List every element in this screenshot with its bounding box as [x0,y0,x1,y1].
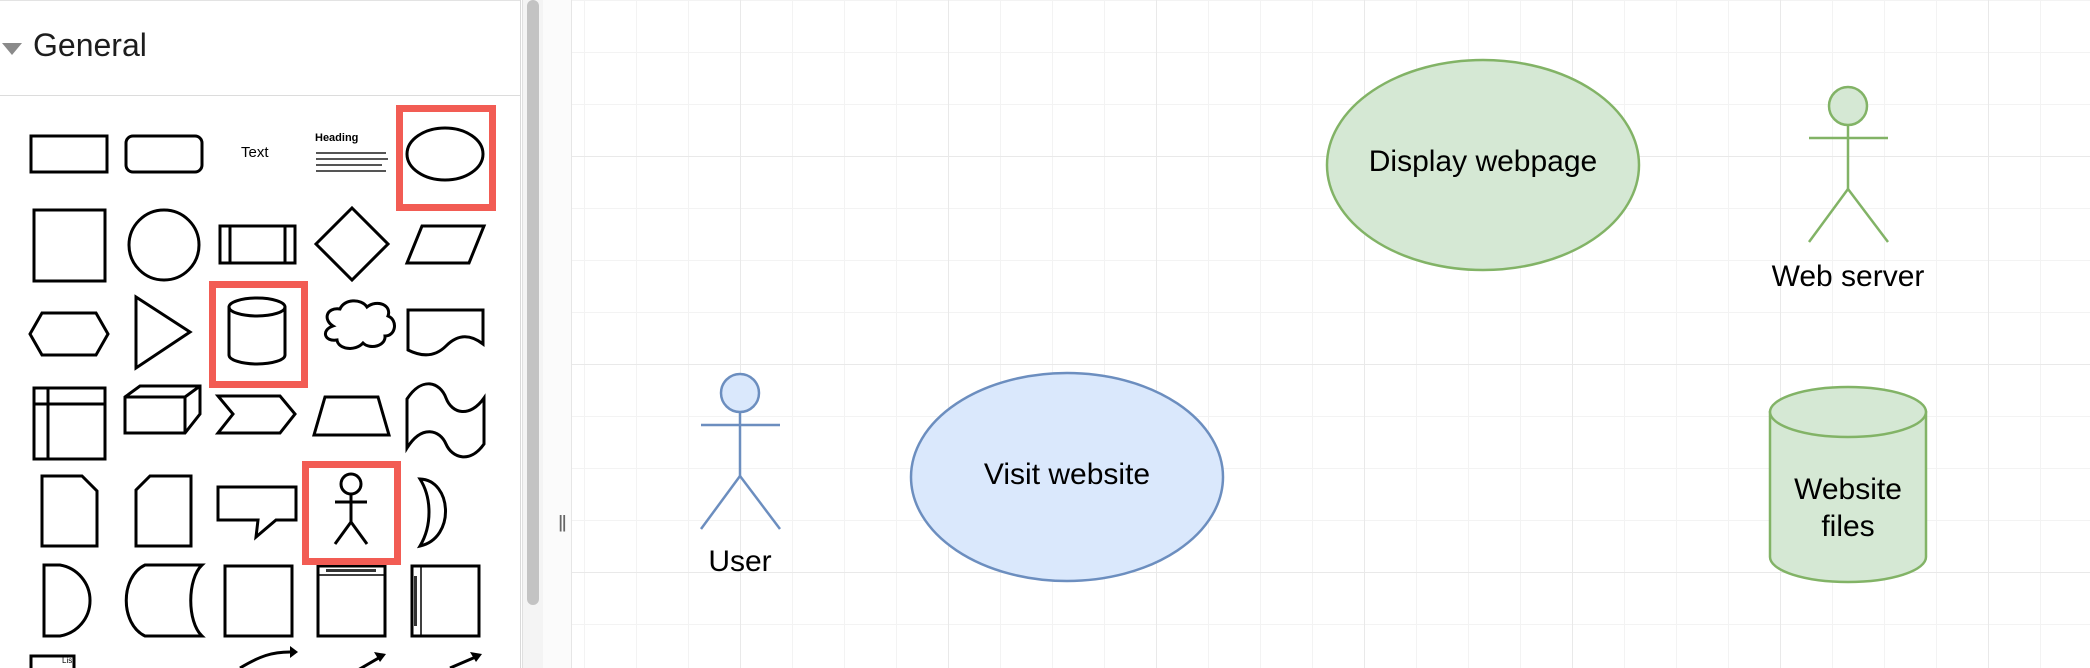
display-webpage-label: Display webpage [1368,145,1598,178]
palette-arrow[interactable] [239,650,291,668]
web-server-actor[interactable] [1807,85,1889,243]
palette-and[interactable] [42,563,92,638]
container-header [326,569,376,572]
palette-note[interactable] [40,474,99,548]
palette-text[interactable]: Text [241,144,269,161]
visit-website-label: Visit website [983,458,1151,491]
sidebar-scrollbar-thumb[interactable] [527,0,539,605]
diagram-canvas[interactable]: Display webpage Web server User Visit we… [572,0,2090,668]
collapse-caret-icon[interactable] [2,43,22,55]
general-section-header[interactable]: General [0,0,520,96]
palette-diamond[interactable] [313,205,391,283]
palette-horizontal-container[interactable] [410,564,481,638]
palette-triangle[interactable] [134,294,193,371]
website-files-label-line1: Website [1794,473,1902,506]
palette-hexagon[interactable] [28,311,110,357]
section-title: General [33,27,147,63]
palette-textbox-heading[interactable]: Heading [315,132,359,144]
palette-ellipse[interactable] [405,126,485,182]
arrowhead [374,652,386,662]
panel-splitter[interactable] [543,0,572,668]
palette-parallelogram[interactable] [404,224,487,265]
palette-rounded-rectangle[interactable] [124,134,204,174]
palette-cylinder[interactable] [227,296,287,366]
shapes-sidebar: General [0,0,521,668]
palette-cloud[interactable] [324,299,396,350]
palette-step[interactable] [214,394,297,435]
diagram-shapes [699,58,1928,584]
user-actor[interactable] [699,372,781,530]
palette-card[interactable] [134,474,193,548]
palette-document[interactable] [406,308,485,357]
palette-arrow[interactable] [449,654,479,668]
splitter-grip-icon[interactable]: ǁ [558,512,567,533]
palette-or[interactable] [416,477,447,549]
arrowhead [470,652,482,662]
palette-rectangle[interactable] [29,134,109,174]
display-webpage-ellipse[interactable] [1325,58,1641,272]
palette-vertical-container[interactable] [316,564,387,638]
palette-square[interactable] [32,208,107,283]
visit-website-ellipse[interactable] [909,371,1225,583]
palette-list-label: List [62,656,75,665]
palette-actor[interactable] [333,472,369,545]
palette-tape[interactable] [405,382,486,459]
user-label: User [708,545,772,578]
shape-palette [28,126,487,668]
palette-textbox-lines [316,152,388,172]
website-files-label-line2: files [1821,510,1875,543]
palette-cube[interactable] [123,384,202,435]
palette-container[interactable] [223,564,294,638]
palette-circle[interactable] [127,208,201,282]
arrowhead [290,646,298,658]
palette-internal-storage[interactable] [32,386,107,461]
palette-trapezoid[interactable] [312,395,391,437]
website-files-cylinder[interactable] [1768,385,1928,584]
web-server-label: Web server [1771,260,1925,293]
palette-list[interactable] [29,654,76,668]
sidebar-content: General [0,0,520,668]
palette-data-storage[interactable] [124,563,206,638]
container-header [414,576,417,626]
palette-callout[interactable] [216,485,298,541]
palette-process[interactable] [218,224,297,265]
